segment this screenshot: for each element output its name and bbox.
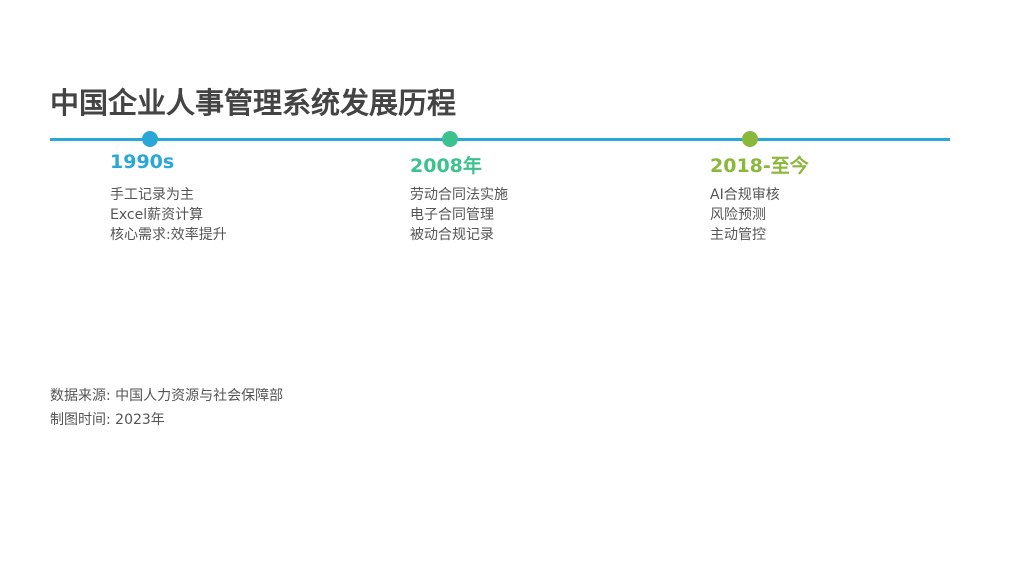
milestone-dot xyxy=(442,131,458,147)
milestone-item: 被动合规记录 xyxy=(410,227,494,243)
milestone-dot xyxy=(142,131,158,147)
milestone-dot xyxy=(742,131,758,147)
milestone-item: 核心需求:效率提升 xyxy=(110,227,227,243)
milestone-item: 风险预测 xyxy=(710,207,766,223)
milestone-item: Excel薪资计算 xyxy=(110,207,204,223)
milestone-items: AI合规审核 风险预测 主动管控 xyxy=(710,185,780,245)
milestone-item: 劳动合同法实施 xyxy=(410,187,508,203)
milestone-label: 2018-至今 xyxy=(710,155,809,177)
milestone-item: AI合规审核 xyxy=(710,187,780,203)
footer-notes: 数据来源: 中国人力资源与社会保障部 制图时间: 2023年 xyxy=(50,384,283,432)
milestone-items: 劳动合同法实施 电子合同管理 被动合规记录 xyxy=(410,185,508,245)
milestone-label: 2008年 xyxy=(410,155,482,177)
milestone-label: 1990s xyxy=(110,151,175,173)
data-source-note: 数据来源: 中国人力资源与社会保障部 xyxy=(50,388,284,404)
chart-date-note: 制图时间: 2023年 xyxy=(50,412,165,428)
page-title: 中国企业人事管理系统发展历程 xyxy=(50,86,457,120)
milestone-item: 主动管控 xyxy=(710,227,766,243)
milestone-items: 手工记录为主 Excel薪资计算 核心需求:效率提升 xyxy=(110,185,227,245)
milestone-item: 电子合同管理 xyxy=(410,207,494,223)
timeline-line xyxy=(50,138,950,141)
milestone-item: 手工记录为主 xyxy=(110,187,194,203)
